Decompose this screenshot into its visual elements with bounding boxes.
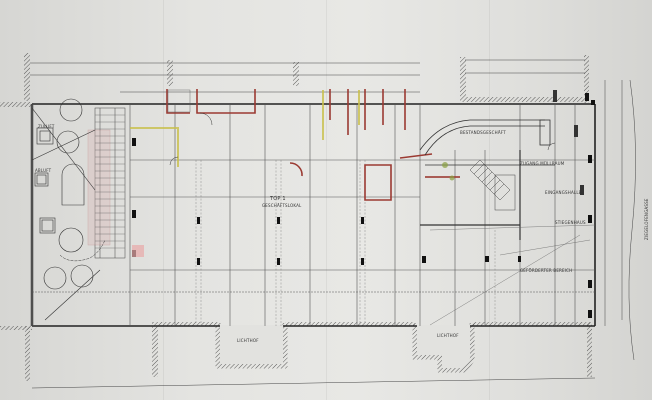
paper-fold	[163, 0, 164, 400]
room-label: ABLUFT	[35, 168, 52, 173]
stairs-pink	[87, 129, 111, 246]
unit-label: TOP 1	[270, 196, 286, 202]
structural-grid	[32, 104, 595, 326]
light-well-1	[215, 323, 288, 369]
stairs-left	[94, 107, 126, 259]
light-well-label: LICHTHOF	[237, 338, 259, 343]
street-label: ZIEGELOFENGASSE	[644, 198, 649, 240]
paper-fold	[326, 0, 327, 400]
room-label: GEFÖRDERTER BEREICH	[520, 268, 573, 273]
right-structures	[419, 119, 555, 240]
paper-fold	[489, 0, 490, 400]
party-wall-left	[24, 53, 30, 101]
light-well-label: LICHTHOF	[437, 333, 459, 338]
party-wall-right	[460, 57, 466, 102]
room-label: ZUGANG MÜLLRAUM	[520, 161, 565, 166]
room-label: BESTANDSGESCHÄFT	[460, 130, 506, 135]
building-outline	[31, 103, 596, 327]
yellow-highlights	[130, 90, 360, 167]
right-dimension-lines	[604, 79, 636, 361]
room-label: EINGANGSHALLE	[545, 190, 582, 195]
red-walls	[166, 89, 433, 201]
light-well-2	[412, 323, 475, 373]
top-dimension-lines	[30, 59, 585, 93]
room-label: STIEGENHAUS	[555, 220, 586, 225]
left-equipment	[31, 98, 101, 321]
columns	[132, 93, 595, 318]
room-label: ZULUFT	[38, 124, 55, 129]
stairs-right	[469, 159, 516, 211]
unit-use-label: GESCHÄFTSLOKAL	[262, 203, 302, 208]
